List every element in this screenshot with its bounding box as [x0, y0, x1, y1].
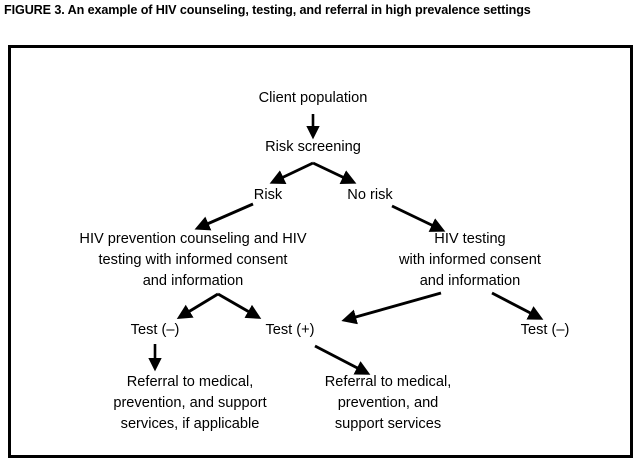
node-line: and information	[142, 273, 244, 290]
figure-caption: FIGURE 3. An example of HIV counseling, …	[4, 3, 531, 17]
node-line: and information	[419, 273, 521, 290]
node-line: HIV prevention counseling and HIV	[79, 231, 307, 247]
flowchart-frame	[8, 45, 633, 458]
node-line: Referral to medical,	[126, 374, 254, 390]
node-referral-right: Referral to medical, prevention, and sup…	[288, 372, 488, 435]
node-line: with informed consent	[399, 252, 541, 269]
node-hiv-prevention-counseling-block: HIV prevention counseling and HIV testin…	[43, 229, 343, 292]
node-line: support services	[334, 416, 442, 433]
node-referral-left: Referral to medical, prevention, and sup…	[70, 372, 310, 435]
node-line: Referral to medical,	[324, 374, 452, 390]
node-line: prevention, and	[337, 395, 439, 412]
node-test-negative-right: Test (–)	[520, 322, 570, 338]
node-no-risk: No risk	[347, 187, 393, 203]
node-risk-screening: Risk screening	[265, 139, 361, 155]
node-client-population: Client population	[258, 90, 368, 106]
node-line: services, if applicable	[120, 416, 260, 433]
node-test-positive: Test (+)	[265, 322, 315, 338]
node-hiv-testing-block: HIV testing with informed consent and in…	[350, 229, 590, 292]
node-test-negative-left: Test (–)	[130, 322, 180, 338]
node-line: prevention, and support	[113, 395, 267, 412]
node-risk: Risk	[253, 187, 283, 203]
node-line: testing with informed consent	[98, 252, 288, 269]
node-line: HIV testing	[434, 231, 506, 247]
